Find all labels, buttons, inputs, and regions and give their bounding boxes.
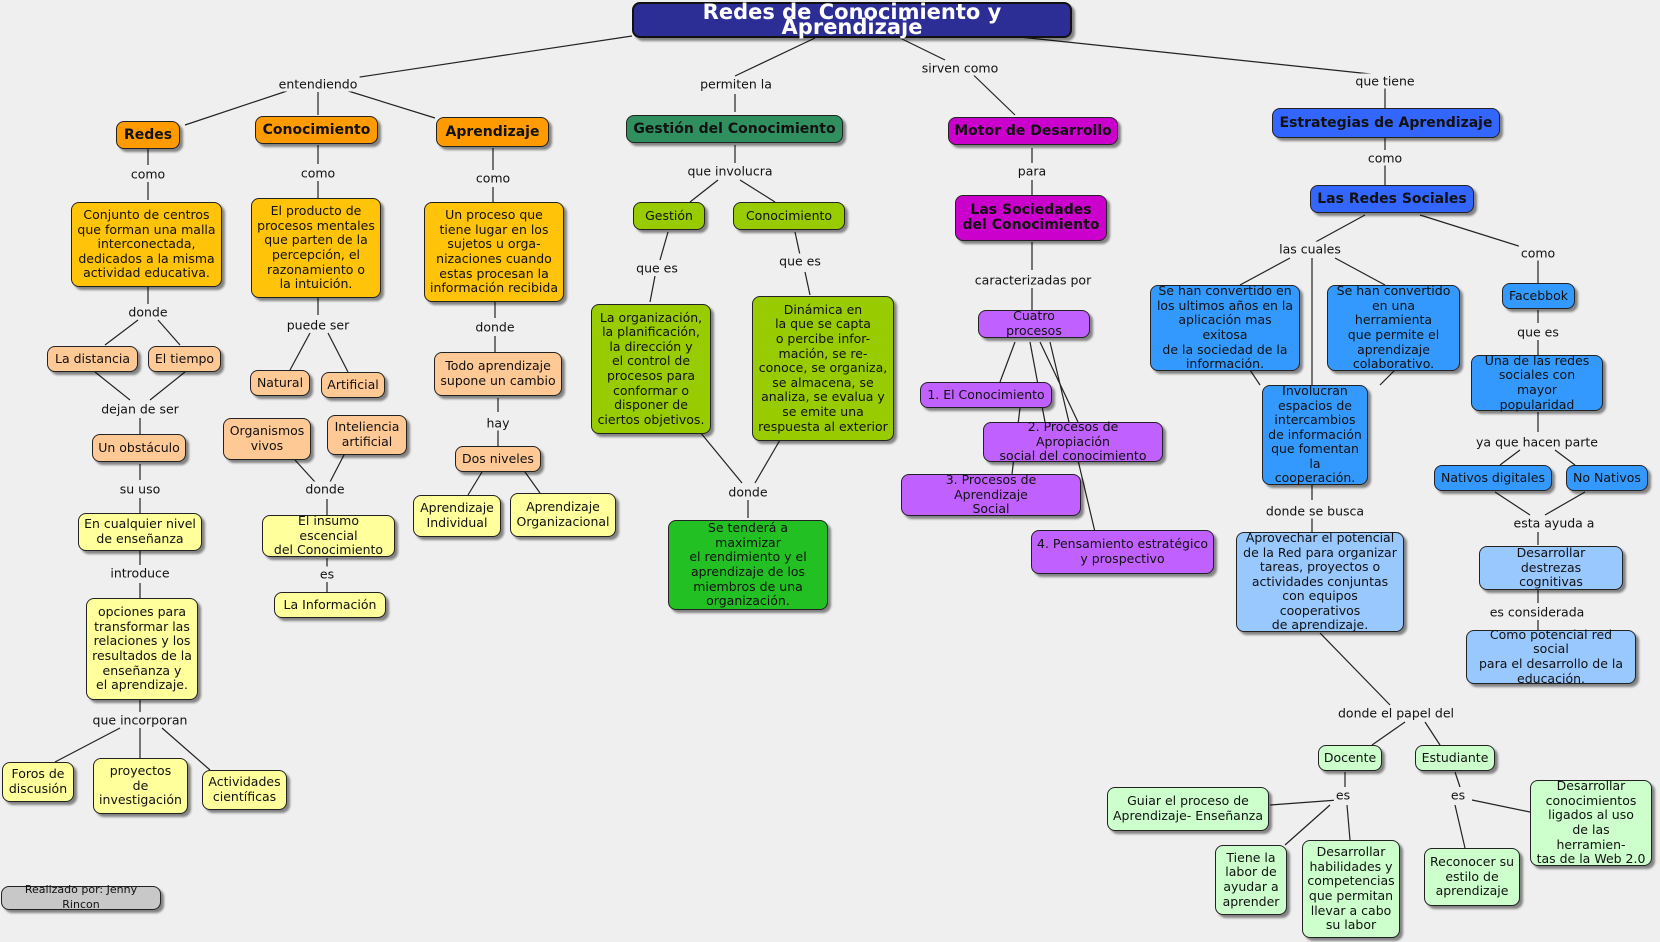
label-que-tiene: que tiene [1353, 73, 1417, 89]
node-docente: Docente [1318, 745, 1382, 771]
node-popularidad: Una de las redes sociales con mayor popu… [1471, 353, 1603, 411]
label-que-es-facebook: que es [1515, 324, 1561, 340]
label-permiten-la: permiten la [698, 76, 774, 92]
credit-badge: Realizado por: Jenny Rincon [1, 883, 161, 911]
label-como-conocimiento: como [298, 165, 338, 181]
label-donde-aprendizaje: donde [473, 319, 517, 335]
node-conocimiento-dinamica: Dinámica en la que se capta o percibe in… [752, 296, 894, 441]
node-labor: Tiene la labor de ayudar a aprender [1215, 845, 1287, 915]
node-proceso-4: 4. Pensamiento estratégico y prospectivo [1031, 530, 1214, 574]
node-un-obstaculo: Un obstáculo [92, 434, 186, 462]
node-insumo: El insumo escencial del Conocimiento [262, 513, 395, 557]
label-puede-ser: puede ser [284, 317, 352, 333]
node-conocimiento-definicion: El producto de procesos mentales que par… [251, 198, 381, 298]
node-artificial: Artificial [321, 372, 385, 398]
node-maximizar: Se tenderá a maximizar el rendimiento y … [668, 520, 828, 610]
node-rs-exitosa: Se han convertido en los ultimos años en… [1150, 283, 1300, 371]
label-donde-redes: donde [126, 304, 170, 320]
node-redes: Redes [116, 121, 180, 149]
node-aprendizaje-individual: Aprendizaje Individual [413, 495, 501, 537]
node-aprendizaje-organizacional: Aprendizaje Organizacional [510, 493, 616, 537]
node-proceso-2: 2. Procesos de Apropiación social del co… [983, 419, 1163, 463]
node-proceso-3: 3. Procesos de Aprendizaje Social [901, 472, 1081, 516]
label-es-estudiante: es [1448, 787, 1468, 803]
label-como-aprendizaje: como [473, 170, 513, 186]
node-redes-sociales: Las Redes Sociales [1310, 185, 1474, 213]
label-esta-ayuda-a: esta ayuda a [1511, 515, 1597, 531]
label-introduce: introduce [108, 565, 172, 581]
node-sociedades-conocimiento: Las Sociedades del Conocimiento [955, 195, 1107, 241]
label-las-cuales: las cuales [1277, 241, 1343, 257]
node-actividades: Actividades científicas [202, 770, 287, 810]
node-cambio: Todo aprendizaje supone un cambio [434, 352, 562, 396]
node-redes-definicion: Conjunto de centros que forman una malla… [71, 202, 222, 287]
label-para: para [1015, 163, 1049, 179]
map-title: Redes de Conocimiento y Aprendizaje [632, 2, 1072, 38]
node-gestion-definicion: La organización, la planificación, la di… [591, 304, 711, 434]
node-la-informacion: La Información [274, 592, 386, 618]
node-conocimiento-gestion: Conocimiento [733, 202, 845, 230]
node-aprendizaje: Aprendizaje [436, 117, 549, 147]
label-que-es-gestion: que es [634, 260, 680, 276]
node-no-nativos: No Nativos [1566, 465, 1648, 491]
node-web20: Desarrollar conocimientos ligados al uso… [1530, 778, 1652, 866]
node-motor-desarrollo: Motor de Desarrollo [948, 117, 1118, 145]
node-estrategias: Estrategias de Aprendizaje [1272, 108, 1500, 138]
label-hay: hay [484, 415, 512, 431]
label-sirven-como: sirven como [919, 60, 1001, 76]
label-su-uso: su uso [117, 481, 163, 497]
label-que-es-conocimiento: que es [777, 253, 823, 269]
node-conocimiento: Conocimiento [255, 116, 378, 144]
label-es: es [317, 566, 337, 582]
node-aprovechar: Aprovechar el potencial de la Red para o… [1236, 530, 1404, 632]
node-proceso-1: 1. El Conocimiento [920, 382, 1052, 408]
node-guiar: Guiar el proceso de Aprendizaje- Enseñan… [1107, 787, 1269, 831]
node-natural: Natural [250, 370, 310, 396]
node-nativos-digitales: Nativos digitales [1434, 465, 1552, 491]
node-proyectos: proyectos de investigación [93, 758, 188, 814]
label-caracterizadas-por: caracterizadas por [972, 272, 1094, 288]
node-gestion-conocimiento: Gestión del Conocimiento [626, 115, 843, 143]
node-el-tiempo: El tiempo [148, 346, 221, 372]
label-es-docente: es [1333, 787, 1353, 803]
node-destrezas-cognitivas: Desarrollar destrezas cognitivas [1479, 545, 1623, 590]
label-es-considerada: es considerada [1487, 604, 1587, 620]
node-cualquier-nivel: En cualquier nivel de enseñanza [78, 513, 202, 551]
node-habilidades: Desarrollar habilidades y competencias q… [1302, 840, 1400, 938]
label-que-involucra: que involucra [685, 163, 775, 179]
label-ya-que-hacen-parte: ya que hacen parte [1474, 434, 1600, 450]
label-como-estrategias: como [1365, 150, 1405, 166]
label-como-redes-sociales: como [1518, 245, 1558, 261]
node-estudiante: Estudiante [1415, 745, 1495, 771]
node-aprendizaje-definicion: Un proceso que tiene lugar en los sujeto… [424, 202, 564, 302]
label-donde-se-busca: donde se busca [1263, 503, 1367, 519]
label-como-redes: como [128, 166, 168, 182]
label-donde-el-papel-del: donde el papel del [1335, 705, 1457, 721]
label-que-incorporan: que incorporan [90, 712, 190, 728]
node-involucran: Involucran espacios de intercambios de i… [1262, 383, 1368, 485]
node-organismos-vivos: Organismos vivos [223, 418, 311, 460]
node-gestion: Gestión [633, 202, 705, 230]
label-donde-gestion: donde [726, 484, 770, 500]
node-estilo: Reconocer su estilo de aprendizaje [1424, 848, 1520, 906]
node-inteligencia-artificial: Inteliencia artificial [327, 415, 407, 455]
node-opciones: opciones para transformar las relaciones… [86, 598, 198, 700]
node-dos-niveles: Dos niveles [455, 446, 541, 472]
label-dejan-de-ser: dejan de ser [99, 401, 181, 417]
node-foros: Foros de discusión [2, 762, 74, 802]
node-potencial-red-social: Como potencial red social para el desarr… [1466, 627, 1636, 685]
label-entendiendo: entendiendo [276, 76, 360, 92]
node-la-distancia: La distancia [47, 346, 138, 372]
label-donde-conocimiento: donde [303, 481, 347, 497]
node-facebook: Facebbok [1502, 283, 1575, 309]
node-cuatro-procesos: Cuatro procesos [978, 309, 1090, 338]
node-rs-colaborativo: Se han convertido en una herramienta que… [1327, 283, 1460, 371]
